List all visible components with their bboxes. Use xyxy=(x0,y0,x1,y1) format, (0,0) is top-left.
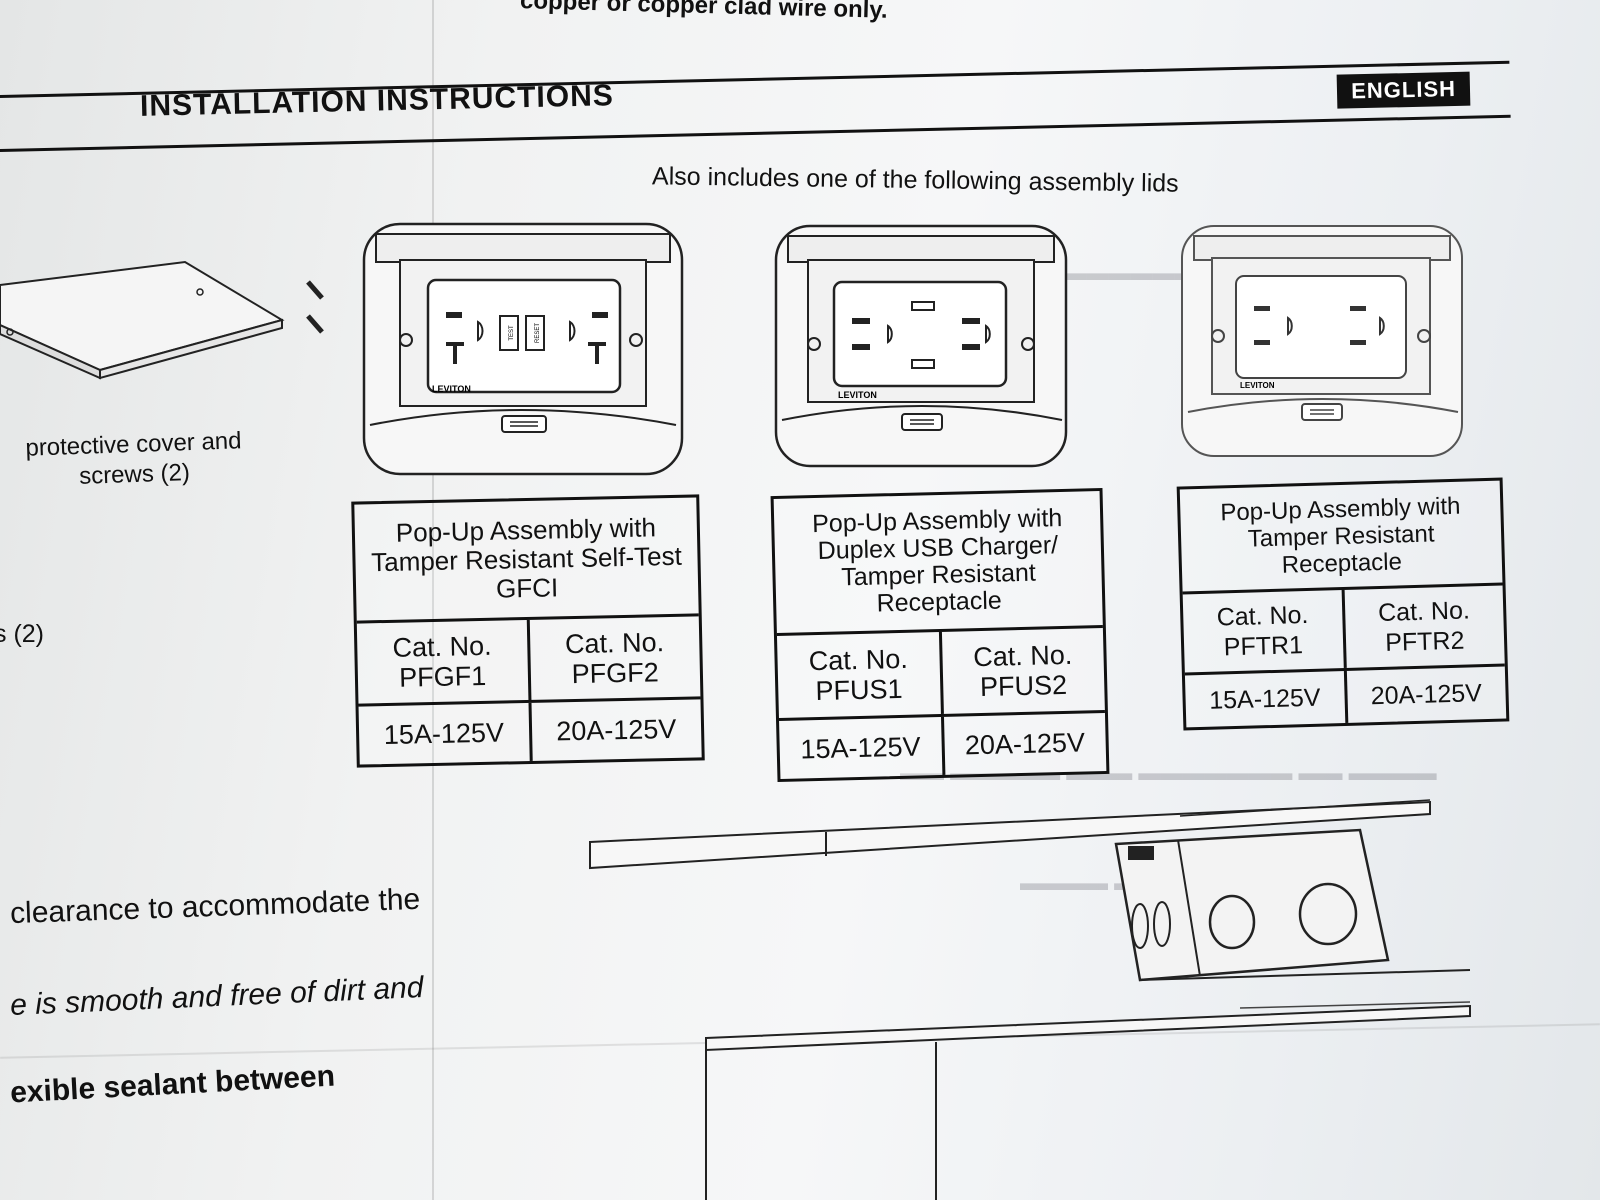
cover-label: protective cover and screws (2) xyxy=(24,427,242,490)
screw-icon xyxy=(306,280,324,334)
product-name: Pop-Up Assembly with Tamper Resistant Re… xyxy=(1179,480,1503,595)
catalog-number: Cat. No. PFUS2 xyxy=(938,628,1105,715)
catalog-number: Cat. No. PFGF1 xyxy=(392,630,492,693)
release-button-icon xyxy=(1301,403,1343,421)
rating-value: 15A-125V xyxy=(383,717,505,751)
protective-cover-illustration xyxy=(0,260,324,380)
instruction-line-surface: e is smooth and free of dirt and xyxy=(9,970,425,1023)
catalog-number: Cat. No. PFGF2 xyxy=(526,616,701,701)
instruction-line-clearance: clearance to accommodate the xyxy=(9,882,421,931)
language-badge: ENGLISH xyxy=(1336,71,1471,109)
product-name: Pop-Up Assembly with Duplex USB Charger/… xyxy=(773,491,1103,636)
release-button-icon xyxy=(501,415,547,433)
electrical-box-icon xyxy=(1114,828,1390,982)
screws-label: s (2) xyxy=(0,620,44,648)
test-button-label: TEST xyxy=(509,325,515,341)
top-text-fragment: copper or copper clad wire only. xyxy=(519,0,888,24)
product-table-tr: Pop-Up Assembly with Tamper Resistant Re… xyxy=(1176,477,1510,731)
section-header: INSTALLATION INSTRUCTIONS ENGLISH xyxy=(0,45,1511,153)
brand-label: LEVITON xyxy=(432,384,471,394)
brand-label: LEVITON xyxy=(1240,381,1275,390)
rating-value: 15A-125V xyxy=(800,731,921,765)
rating-value: 15A-125V xyxy=(1208,683,1321,715)
rating-row: 15A-125V 20A-125V xyxy=(358,696,702,765)
rating-value: 20A-125V xyxy=(528,699,702,762)
instruction-line-sealant: exible sealant between xyxy=(9,1059,336,1110)
section-title: INSTALLATION INSTRUCTIONS xyxy=(139,79,615,123)
countertop-installation-illustration xyxy=(589,799,1471,1200)
product-name: Pop-Up Assembly with Tamper Resistant Se… xyxy=(354,497,699,624)
catalog-row: Cat. No. PFUS1 Cat. No. PFUS2 xyxy=(777,628,1105,718)
paper-fold-vertical xyxy=(432,0,434,1200)
rating-value: 20A-125V xyxy=(1343,666,1507,723)
catalog-number: Cat. No. PFUS1 xyxy=(808,643,909,707)
catalog-number: Cat. No. PFTR1 xyxy=(1216,600,1309,662)
gfci-assembly-illustration: TEST RESET LEVITON xyxy=(362,222,684,476)
tr-assembly-illustration: LEVITON xyxy=(1181,225,1463,457)
rating-row: 15A-125V 20A-125V xyxy=(1184,663,1507,728)
reset-button-label: RESET xyxy=(535,323,541,343)
rating-value: 20A-125V xyxy=(940,712,1107,775)
catalog-row: Cat. No. PFGF1 Cat. No. PFGF2 xyxy=(357,616,701,703)
brand-label: LEVITON xyxy=(838,390,877,400)
product-table-usb: Pop-Up Assembly with Duplex USB Charger/… xyxy=(770,487,1110,783)
rating-row: 15A-125V 20A-125V xyxy=(778,709,1107,779)
catalog-number: Cat. No. PFTR2 xyxy=(1341,585,1505,669)
lids-subtitle: Also includes one of the following assem… xyxy=(651,162,1179,198)
product-table-gfci: Pop-Up Assembly with Tamper Resistant Se… xyxy=(351,494,705,768)
usb-assembly-illustration: LEVITON xyxy=(774,224,1068,468)
catalog-row: Cat. No. PFTR1 Cat. No. PFTR2 xyxy=(1183,585,1505,673)
release-button-icon xyxy=(901,413,943,431)
